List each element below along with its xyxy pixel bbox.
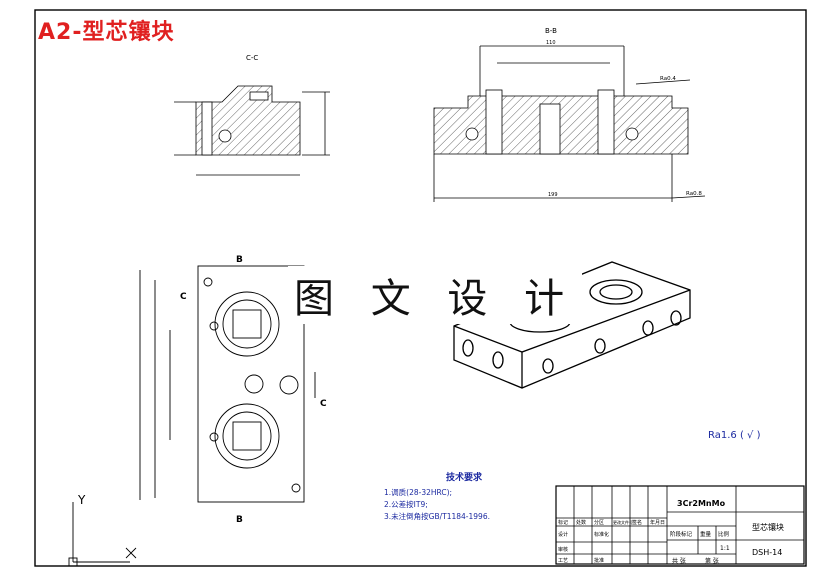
- roughness-label-2: Ra0.8: [686, 191, 702, 197]
- tb-drawing-no: DSH-14: [752, 548, 782, 557]
- section-c-right: C: [320, 399, 327, 409]
- roughness-label-1: Ra0.4: [660, 76, 676, 82]
- tb-row-date: 年月日: [650, 519, 665, 526]
- axis-y-label: Y: [77, 493, 86, 507]
- surface-finish-note: Ra1.6 ( √ ): [708, 430, 761, 441]
- tb-process-label: 工艺: [558, 558, 568, 564]
- width-199-label: 199: [548, 192, 558, 198]
- tb-scale-label: 比例: [718, 530, 730, 538]
- isometric-view: [453, 261, 691, 389]
- ucs-axis-icon: Y: [68, 493, 137, 567]
- section-b-lower: B: [236, 515, 243, 525]
- tech-notes-heading: 技术要求: [445, 473, 482, 483]
- tb-scale: 1:1: [720, 545, 730, 552]
- tb-sheets-total: 共 张: [672, 557, 686, 565]
- tb-row-change: 更改文件号: [613, 519, 633, 525]
- tb-part-name: 型芯镶块: [752, 522, 784, 532]
- tech-note-line: 2.公差按IT9;: [384, 500, 428, 509]
- tb-row-count: 处数: [576, 519, 586, 526]
- tb-row-sign: 签名: [632, 519, 642, 526]
- drawing-border: [34, 9, 807, 567]
- tech-note-line: 1.调质(28-32HRC);: [384, 488, 453, 497]
- tb-approve-label: 批准: [594, 557, 604, 564]
- section-view-bb: B-B 199 110 Ra0.4 Ra0.8: [433, 27, 706, 202]
- tech-note-line: 3.未注倒角按GB/T1184-1996.: [384, 512, 490, 521]
- tb-row-zone: 分区: [594, 519, 604, 526]
- tb-design-label: 设计: [558, 531, 568, 538]
- watermark-text: 图 文 设 计: [288, 266, 583, 324]
- top-view: B B C C: [139, 255, 327, 525]
- drawing-title: A2-型芯镶块: [38, 20, 175, 45]
- section-b-upper: B: [236, 255, 243, 265]
- tb-check-label: 审核: [558, 546, 568, 553]
- tb-stage-label: 阶段标记: [670, 530, 693, 538]
- tb-material: 3Cr2MnMo: [677, 499, 726, 508]
- cc-label: C-C: [246, 54, 258, 62]
- tb-weight-label: 重量: [700, 530, 712, 538]
- width-110-label: 110: [546, 40, 556, 46]
- tb-sheet-no: 第 张: [705, 557, 719, 565]
- tb-standard-label: 标准化: [594, 531, 609, 538]
- section-c-left: C: [180, 292, 187, 302]
- bb-label: B-B: [545, 27, 557, 35]
- tb-row-mark: 标记: [558, 519, 568, 526]
- section-view-cc: C-C: [174, 54, 330, 176]
- title-block: [555, 485, 805, 565]
- tech-notes: 技术要求 1.调质(28-32HRC); 2.公差按IT9; 3.未注倒角按GB…: [384, 470, 544, 523]
